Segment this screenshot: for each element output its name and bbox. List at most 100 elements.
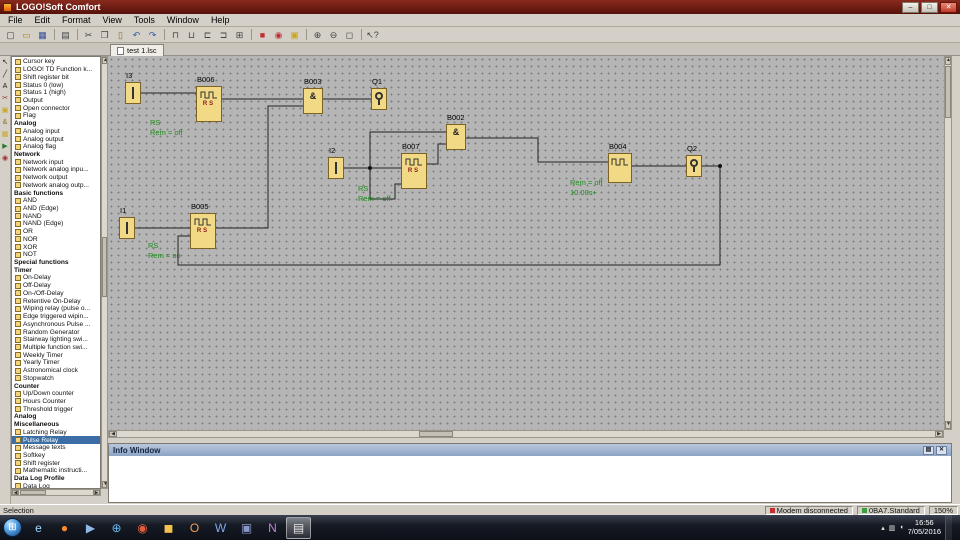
explorer-folder-icon[interactable]: ◼ <box>156 517 181 539</box>
online-test-tool-icon[interactable]: ◉ <box>0 154 10 165</box>
scroll-right-icon[interactable]: ▶ <box>93 490 100 495</box>
scrollbar-thumb[interactable] <box>102 237 107 297</box>
media-player-icon[interactable]: ▶ <box>78 517 103 539</box>
scroll-left-icon[interactable]: ◀ <box>12 490 19 495</box>
tree-item-logo-td-function-k[interactable]: LOGO! TD Function k... <box>12 66 100 74</box>
tree-item-analog-input[interactable]: Analog input <box>12 127 100 135</box>
scroll-right-icon[interactable]: ▶ <box>935 431 943 437</box>
close-button[interactable]: ✕ <box>940 2 957 13</box>
block-I3[interactable] <box>125 82 141 104</box>
tree-item-analog[interactable]: Analog <box>12 413 100 421</box>
tree-item-counter[interactable]: Counter <box>12 382 100 390</box>
tree-item-pulse-relay[interactable]: Pulse Relay <box>12 436 100 444</box>
onenote-icon[interactable]: N <box>260 517 285 539</box>
menu-window[interactable]: Window <box>161 15 205 25</box>
special-functions-tool-icon[interactable]: ▦ <box>0 130 10 141</box>
block-I1[interactable] <box>119 217 135 239</box>
block-Q1[interactable] <box>371 88 387 110</box>
block-B006[interactable]: RS <box>196 86 222 122</box>
show-desktop-button[interactable] <box>945 515 952 540</box>
tree-item-network-analog-inpu[interactable]: Network analog inpu... <box>12 166 100 174</box>
wire[interactable] <box>178 166 720 265</box>
tree-item-random-generator[interactable]: Random Generator <box>12 328 100 336</box>
tree-item-nor[interactable]: NOR <box>12 236 100 244</box>
circuit-canvas[interactable]: I3RSB006&B003Q1&B002I2RSB007B004Q2I1RSB0… <box>108 56 944 430</box>
tree-item-nand[interactable]: NAND <box>12 212 100 220</box>
tree-item-analog-output[interactable]: Analog output <box>12 135 100 143</box>
tree-item-weekly-timer[interactable]: Weekly Timer <box>12 351 100 359</box>
sidebar-horizontal-scrollbar[interactable]: ◀ ▶ <box>11 489 101 496</box>
tree-item-on-delay[interactable]: On-Delay <box>12 274 100 282</box>
tree-item-nand-edge[interactable]: NAND (Edge) <box>12 220 100 228</box>
logosoft-taskbar-icon[interactable]: ▤ <box>286 517 311 539</box>
align-top-icon[interactable]: ⊓ <box>168 28 183 41</box>
align-left-icon[interactable]: ⊏ <box>200 28 215 41</box>
online-test-icon[interactable]: ◉ <box>271 28 286 41</box>
tree-item-analog-flag[interactable]: Analog flag <box>12 143 100 151</box>
block-B002[interactable]: & <box>446 124 466 150</box>
tree-item-analog[interactable]: Analog <box>12 120 100 128</box>
tree-item-miscellaneous[interactable]: Miscellaneous <box>12 421 100 429</box>
menu-view[interactable]: View <box>97 15 128 25</box>
print-icon[interactable]: ▤ <box>58 28 73 41</box>
tree-item-stopwatch[interactable]: Stopwatch <box>12 374 100 382</box>
simulation-tool-icon[interactable]: ▶ <box>0 142 10 153</box>
wire[interactable] <box>216 106 303 228</box>
zoom-level[interactable]: 150% <box>929 506 958 515</box>
wire[interactable] <box>466 138 608 162</box>
tree-item-flag[interactable]: Flag <box>12 112 100 120</box>
tree-item-network-analog-outp[interactable]: Network analog outp... <box>12 182 100 190</box>
tree-item-retentive-on-delay[interactable]: Retentive On-Delay <box>12 297 100 305</box>
zoom-out-icon[interactable]: ⊖ <box>326 28 341 41</box>
tree-item-on-off-delay[interactable]: On-/Off-Delay <box>12 290 100 298</box>
paste-icon[interactable]: ▯ <box>113 28 128 41</box>
tree-item-and[interactable]: AND <box>12 197 100 205</box>
menu-file[interactable]: File <box>2 15 29 25</box>
wire[interactable] <box>427 144 446 164</box>
tree-item-basic-functions[interactable]: Basic functions <box>12 189 100 197</box>
minimize-button[interactable]: – <box>902 2 919 13</box>
copy-icon[interactable]: ❐ <box>97 28 112 41</box>
sidebar-vertical-scrollbar[interactable]: ▲ ▼ <box>101 56 108 489</box>
menu-help[interactable]: Help <box>205 15 236 25</box>
tree-item-mathematic-instructi[interactable]: Mathematic instructi... <box>12 467 100 475</box>
document-tab[interactable]: test 1.lsc <box>110 44 164 56</box>
monitor-icon[interactable]: ▣ <box>287 28 302 41</box>
scrollbar-thumb[interactable] <box>20 490 46 495</box>
tree-item-timer[interactable]: Timer <box>12 266 100 274</box>
tree-item-cursor-key[interactable]: Cursor key <box>12 58 100 66</box>
canvas-vertical-scrollbar[interactable]: ▲ ▼ <box>944 56 952 430</box>
simulation-icon[interactable]: ■ <box>255 28 270 41</box>
block-I2[interactable] <box>328 157 344 179</box>
tree-item-off-delay[interactable]: Off-Delay <box>12 282 100 290</box>
tree-item-special-functions[interactable]: Special functions <box>12 259 100 267</box>
tree-item-network-input[interactable]: Network input <box>12 158 100 166</box>
tree-item-or[interactable]: OR <box>12 228 100 236</box>
block-Q2[interactable] <box>686 155 702 177</box>
chrome-icon[interactable]: ◉ <box>130 517 155 539</box>
tree-item-hours-counter[interactable]: Hours Counter <box>12 398 100 406</box>
tree-item-yearly-timer[interactable]: Yearly Timer <box>12 359 100 367</box>
menu-edit[interactable]: Edit <box>29 15 57 25</box>
tree-item-not[interactable]: NOT <box>12 251 100 259</box>
scroll-down-icon[interactable]: ▼ <box>102 481 107 488</box>
taskbar-clock[interactable]: 16:56 7/05/2016 <box>908 519 941 536</box>
scroll-up-icon[interactable]: ▲ <box>945 57 951 65</box>
title-bar[interactable]: LOGO!Soft Comfort – □ ✕ <box>0 0 960 14</box>
tree-item-stairway-lighting-swi[interactable]: Stairway lighting swi... <box>12 336 100 344</box>
start-button[interactable]: ⊞ <box>3 518 22 537</box>
tree-item-wiping-relay-pulse-o[interactable]: Wiping relay (pulse o... <box>12 305 100 313</box>
open-file-icon[interactable]: ▭ <box>19 28 34 41</box>
redo-icon[interactable]: ↷ <box>145 28 160 41</box>
network-globe-icon[interactable]: ⊕ <box>104 517 129 539</box>
tree-item-status-1-high[interactable]: Status 1 (high) <box>12 89 100 97</box>
tree-item-message-texts[interactable]: Message texts <box>12 444 100 452</box>
tree-item-shift-register[interactable]: Shift register <box>12 459 100 467</box>
tree-item-and-edge[interactable]: AND (Edge) <box>12 205 100 213</box>
align-right-icon[interactable]: ⊐ <box>216 28 231 41</box>
tree-item-output[interactable]: Output <box>12 97 100 105</box>
selection-tool-icon[interactable]: ↖ <box>0 58 10 69</box>
zoom-in-icon[interactable]: ⊕ <box>310 28 325 41</box>
tree-item-latching-relay[interactable]: Latching Relay <box>12 429 100 437</box>
tree-item-status-0-low[interactable]: Status 0 (low) <box>12 81 100 89</box>
